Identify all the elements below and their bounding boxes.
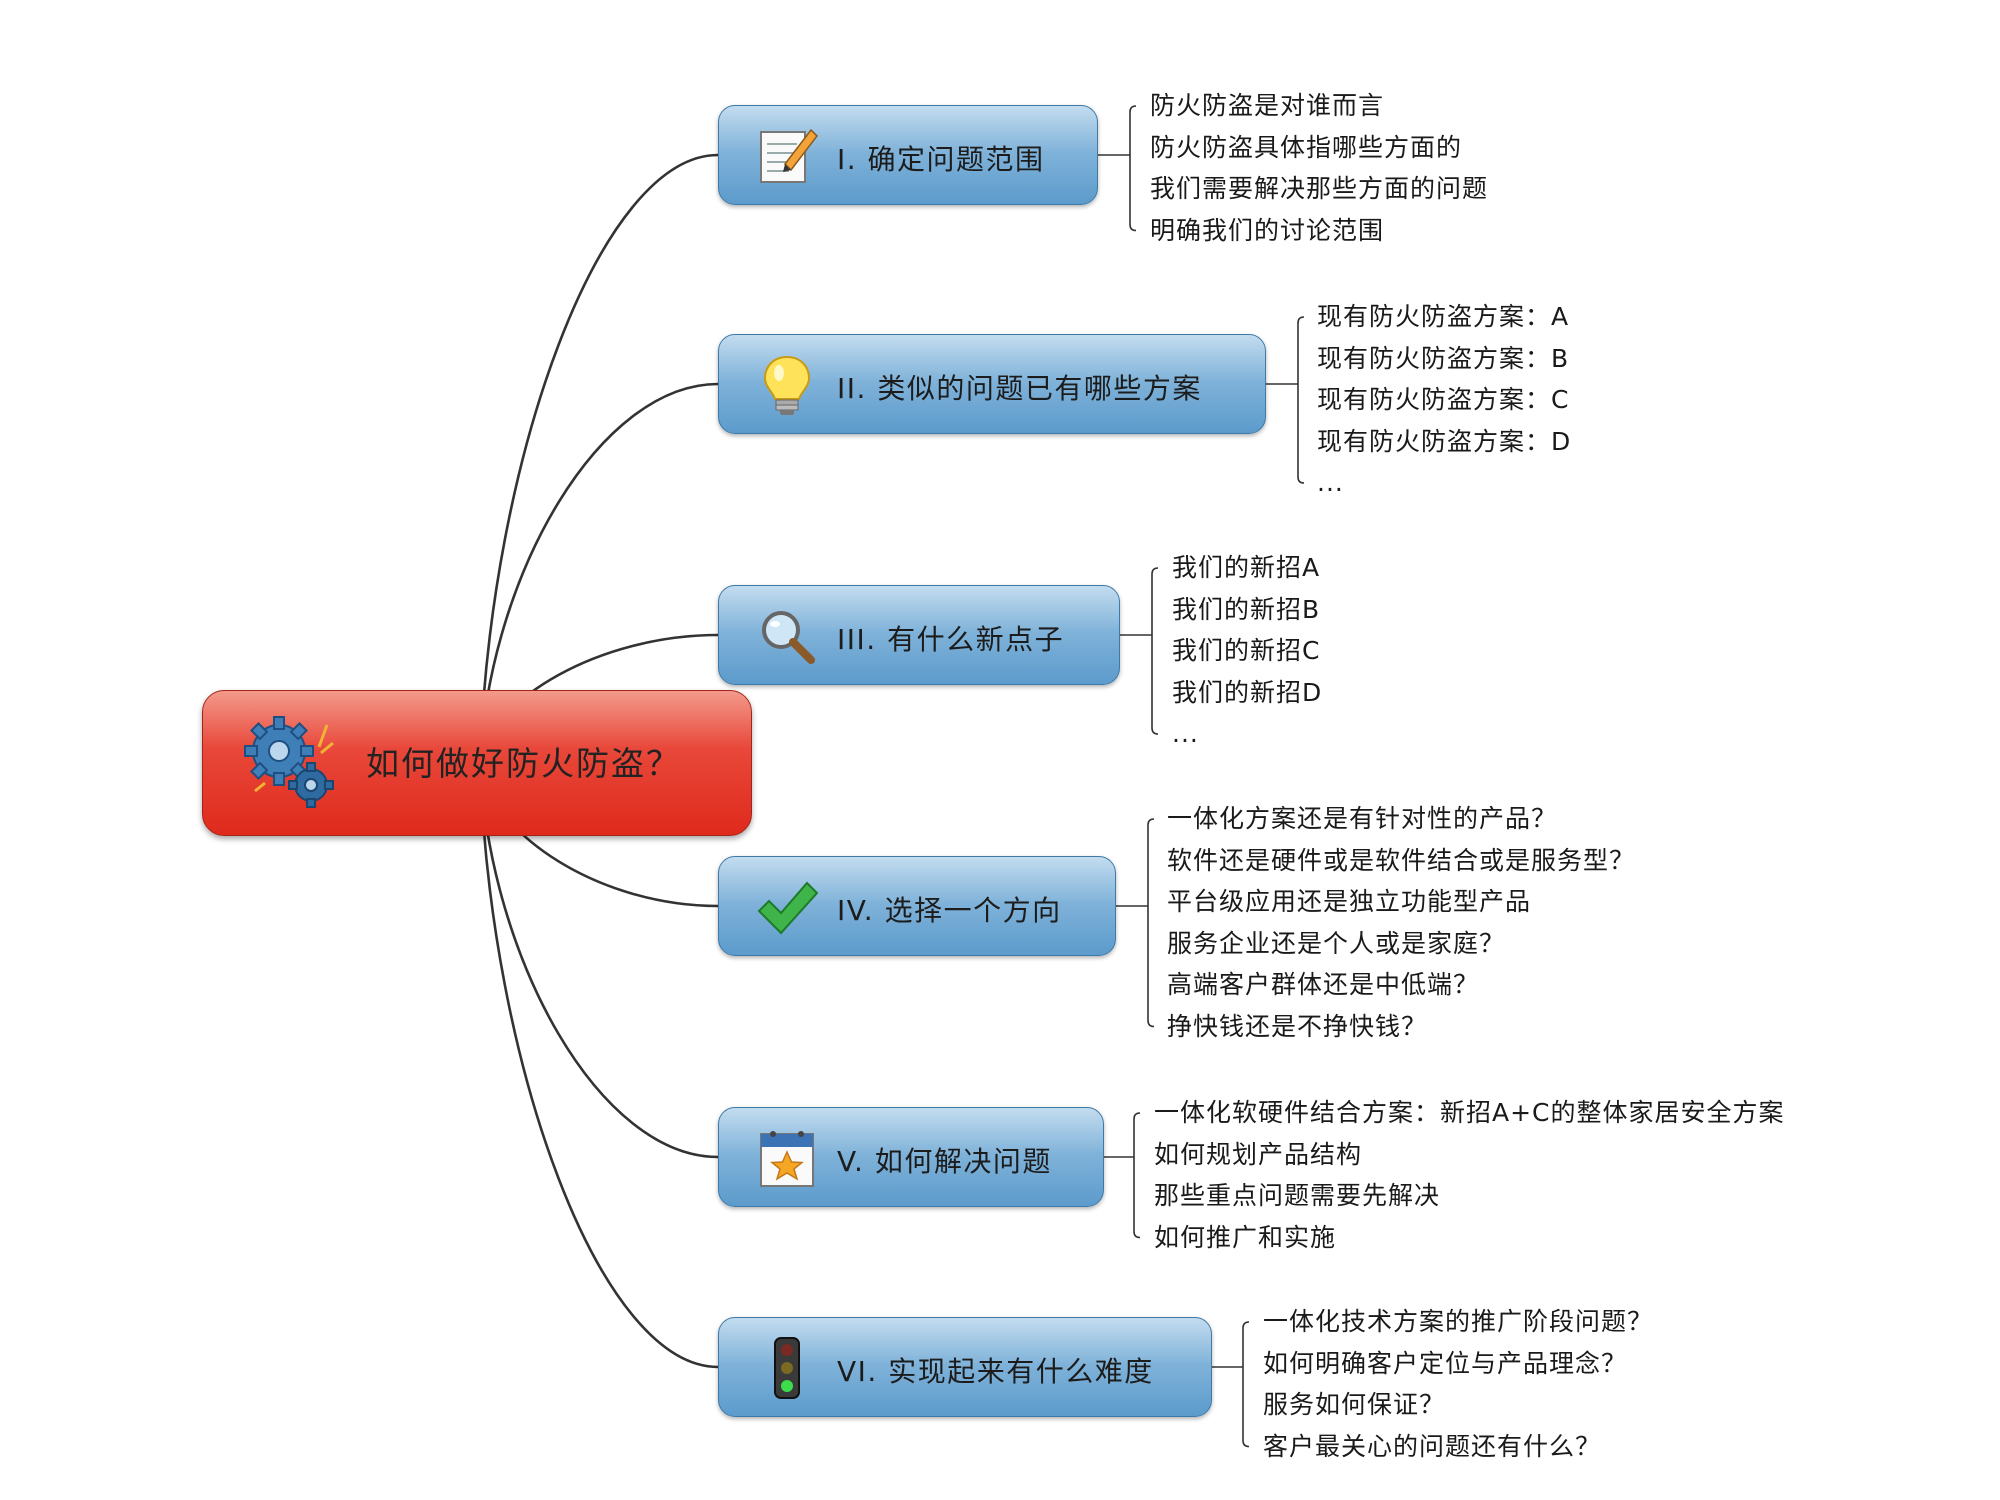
leaf-item[interactable]: 如何明确客户定位与产品理念？ — [1263, 1348, 1628, 1378]
leaf-item[interactable]: 高端客户群体还是中低端？ — [1167, 970, 1480, 999]
branch-connector — [478, 762, 719, 1369]
leaf-item[interactable]: 挣快钱还是不挣快钱？ — [1167, 1011, 1428, 1041]
leaf-item[interactable]: 客户最关心的问题还有什么？ — [1263, 1431, 1602, 1461]
root-node[interactable]: 如何做好防火防盗？ — [202, 690, 752, 836]
leaf-item[interactable]: 一体化方案还是有针对性的产品？ — [1167, 804, 1558, 833]
checkmark-icon — [757, 881, 819, 935]
traffic-light-icon — [774, 1337, 800, 1399]
leaf-bracket — [1242, 1321, 1250, 1448]
leaf-item[interactable]: 我们的新招C — [1172, 636, 1321, 665]
leaf-bracket — [1133, 1112, 1141, 1239]
leaf-item[interactable]: 现有防火防盗方案：A — [1317, 302, 1570, 331]
leaf-item[interactable]: 明确我们的讨论范围 — [1150, 215, 1385, 245]
branch-label: III. 有什么新点子 — [837, 623, 1065, 656]
leaf-item[interactable]: 服务企业还是个人或是家庭？ — [1167, 928, 1506, 958]
notepad-pencil-icon — [760, 128, 818, 183]
branch-solve-problem[interactable]: V. 如何解决问题 — [718, 1107, 1104, 1207]
leaf-item[interactable]: 一体化技术方案的推广阶段问题？ — [1263, 1307, 1654, 1336]
branch-scope[interactable]: I. 确定问题范围 — [718, 105, 1098, 205]
leaf-bracket — [1151, 567, 1159, 735]
leaf-bracket — [1147, 818, 1155, 1028]
gears-icon — [244, 716, 334, 808]
leaf-item[interactable]: 现有防火防盗方案：B — [1317, 343, 1570, 373]
leaf-item[interactable]: 我们的新招A — [1172, 553, 1321, 582]
leaf-item[interactable]: 一体化软硬件结合方案：新招A+C的整体家居安全方案 — [1154, 1098, 1785, 1127]
branch-label: IV. 选择一个方向 — [837, 894, 1062, 927]
root-title: 如何做好防火防盗？ — [366, 744, 681, 783]
branch-label: I. 确定问题范围 — [837, 143, 1045, 176]
leaf-item[interactable]: 我们的新招D — [1172, 677, 1323, 707]
leaf-item[interactable]: 我们需要解决那些方面的问题 — [1150, 174, 1489, 203]
branch-connector — [478, 153, 719, 764]
branch-label: VI. 实现起来有什么难度 — [837, 1355, 1154, 1388]
leaf-item[interactable]: 如何规划产品结构 — [1154, 1139, 1363, 1169]
leaf-item[interactable]: 防火防盗是对谁而言 — [1150, 91, 1385, 120]
leaf-item[interactable]: 那些重点问题需要先解决 — [1154, 1181, 1441, 1210]
branch-connector — [478, 762, 719, 1159]
leaf-item[interactable]: 现有防火防盗方案：C — [1317, 385, 1570, 414]
leaf-item[interactable]: 现有防火防盗方案：D — [1317, 426, 1572, 456]
leaf-item[interactable]: ... — [1317, 468, 1344, 497]
branch-connector — [478, 382, 719, 764]
leaf-bracket — [1129, 105, 1137, 232]
calendar-star-icon — [760, 1131, 814, 1187]
branch-choose-direction[interactable]: IV. 选择一个方向 — [718, 856, 1116, 956]
leaf-bracket — [1297, 316, 1305, 484]
branch-existing-solutions[interactable]: II. 类似的问题已有哪些方案 — [718, 334, 1266, 434]
leaf-item[interactable]: 平台级应用还是独立功能型产品 — [1167, 887, 1532, 916]
leaf-item[interactable]: 服务如何保证？ — [1263, 1390, 1446, 1419]
magnifier-icon — [762, 611, 815, 664]
leaf-item[interactable]: 防火防盗具体指哪些方面的 — [1150, 132, 1463, 162]
branch-difficulty[interactable]: VI. 实现起来有什么难度 — [718, 1317, 1212, 1417]
branch-new-ideas[interactable]: III. 有什么新点子 — [718, 585, 1120, 685]
leaf-item[interactable]: ... — [1172, 719, 1199, 748]
leaf-item[interactable]: 如何推广和实施 — [1154, 1222, 1337, 1252]
light-bulb-icon — [763, 355, 811, 415]
leaf-item[interactable]: 我们的新招B — [1172, 594, 1321, 624]
branch-label: II. 类似的问题已有哪些方案 — [837, 372, 1202, 405]
leaf-item[interactable]: 软件还是硬件或是软件结合或是服务型？ — [1167, 845, 1636, 875]
branch-label: V. 如何解决问题 — [837, 1145, 1052, 1178]
